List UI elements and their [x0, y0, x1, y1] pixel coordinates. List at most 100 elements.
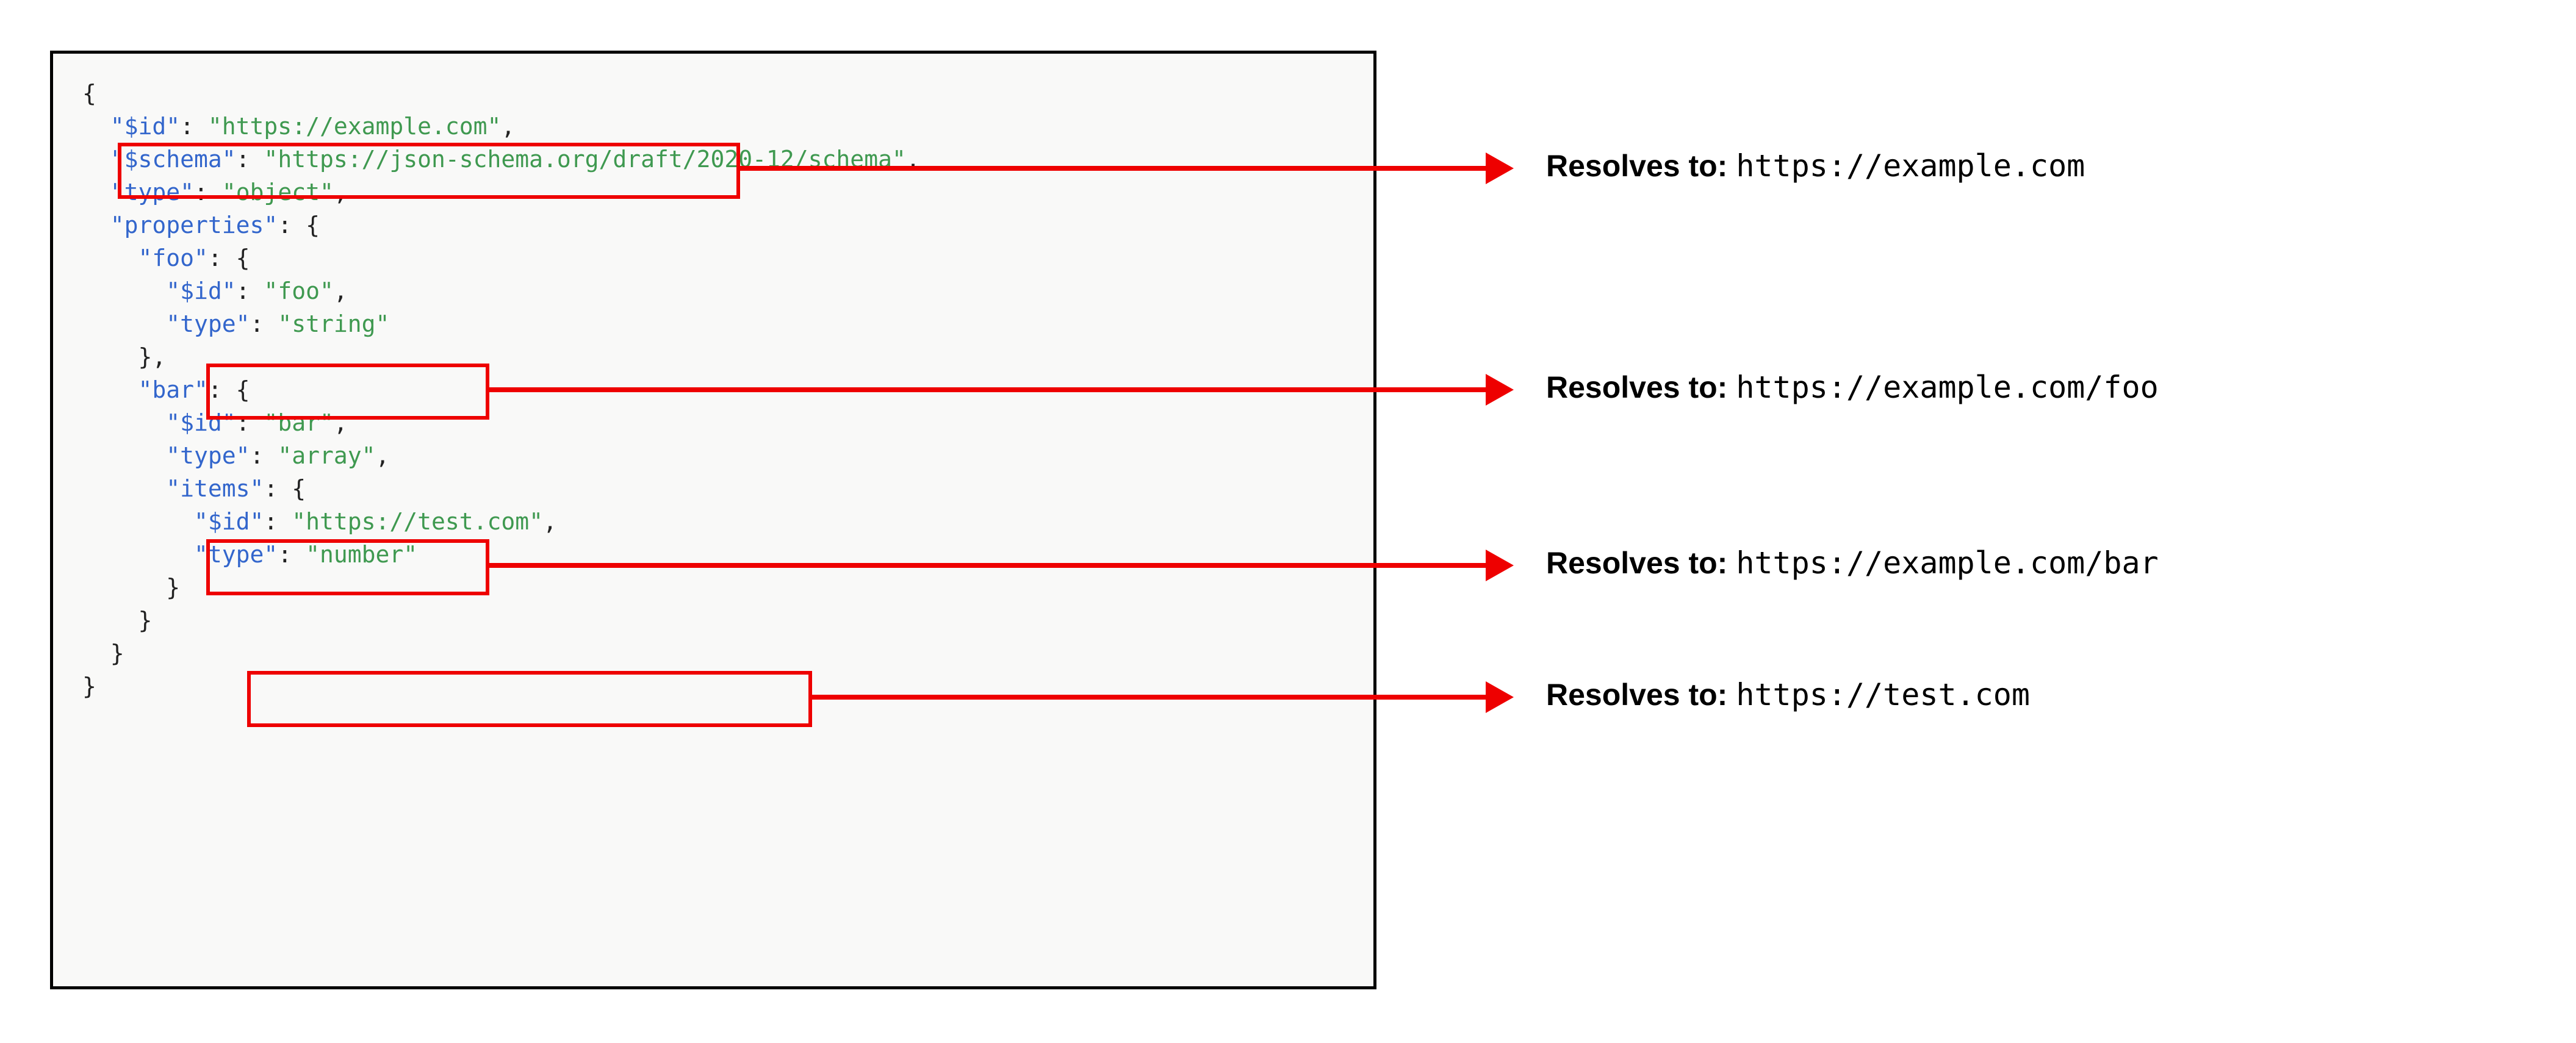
- code-token-punct: ,: [333, 409, 348, 436]
- code-token-punct: ,: [333, 179, 348, 206]
- arrow-items-head-icon: [1486, 681, 1514, 713]
- code-token-punct: }: [138, 607, 153, 634]
- code-token-punct: ,: [501, 113, 516, 140]
- code-token-punct: :: [250, 442, 278, 469]
- code-token-str: "object": [221, 179, 334, 206]
- json-schema-code-panel: { "$id": "https://example.com", "$schema…: [50, 51, 1376, 989]
- code-token-key: "$id": [166, 409, 236, 436]
- code-indent: [82, 278, 166, 304]
- code-indent: [82, 640, 110, 667]
- code-line: "items": {: [82, 472, 920, 505]
- code-token-punct: }: [110, 640, 124, 667]
- code-token-punct: :: [180, 113, 208, 140]
- code-indent: [82, 541, 194, 568]
- code-indent: [82, 508, 194, 535]
- arrow-foo-line: [489, 387, 1486, 392]
- resolves-to-label: Resolves to:: [1546, 678, 1728, 712]
- arrow-bar-line: [489, 563, 1486, 568]
- code-token-str: "array": [278, 442, 376, 469]
- code-line: }: [82, 637, 920, 670]
- code-indent: [82, 179, 110, 206]
- arrow-root-line: [740, 166, 1486, 171]
- resolved-uri-value: https://example.com/foo: [1736, 370, 2159, 405]
- code-indent: [82, 343, 139, 370]
- code-token-key: "type": [194, 541, 278, 568]
- code-token-key: "type": [110, 179, 195, 206]
- code-indent: [82, 475, 166, 502]
- code-token-punct: :: [250, 310, 278, 337]
- code-token-punct: }: [82, 673, 96, 700]
- resolves-to-bar: Resolves to:https://example.com/bar: [1546, 548, 2159, 578]
- resolved-uri-value: https://test.com: [1736, 677, 2030, 712]
- code-line: "$schema": "https://json-schema.org/draf…: [82, 143, 920, 176]
- arrow-foo-head-icon: [1486, 374, 1514, 406]
- code-token-punct: :: [264, 508, 292, 535]
- code-token-punct: :: [194, 179, 222, 206]
- code-indent: [82, 574, 166, 601]
- code-indent: [82, 113, 110, 140]
- code-token-key: "foo": [138, 245, 208, 271]
- code-token-punct: :: [236, 278, 264, 304]
- code-token-punct: :: [236, 409, 264, 436]
- code-token-str: "number": [306, 541, 418, 568]
- code-indent: [82, 310, 166, 337]
- arrow-bar-head-icon: [1486, 550, 1514, 581]
- code-token-key: "$id": [110, 113, 181, 140]
- code-line: "$id": "https://example.com",: [82, 110, 920, 143]
- code-line: "$id": "https://test.com",: [82, 505, 920, 538]
- code-token-key: "bar": [138, 376, 208, 403]
- code-line: "foo": {: [82, 242, 920, 274]
- code-token-punct: : {: [207, 245, 250, 271]
- code-indent: [82, 442, 166, 469]
- code-token-str: "https://test.com": [292, 508, 543, 535]
- arrow-items-line: [812, 695, 1486, 700]
- code-token-punct: ,: [543, 508, 557, 535]
- code-token-punct: : {: [207, 376, 250, 403]
- arrow-root-head-icon: [1486, 152, 1514, 184]
- code-line: {: [82, 77, 920, 110]
- code-line: "type": "string": [82, 307, 920, 340]
- code-line: },: [82, 340, 920, 373]
- resolves-to-items: Resolves to:https://test.com: [1546, 679, 2030, 710]
- code-token-key: "$schema": [110, 146, 236, 173]
- resolves-to-label: Resolves to:: [1546, 370, 1728, 404]
- resolved-uri-value: https://example.com: [1736, 148, 2085, 184]
- code-line: "bar": {: [82, 373, 920, 406]
- code-token-punct: : {: [278, 212, 320, 238]
- code-line: "properties": {: [82, 209, 920, 242]
- code-line: }: [82, 604, 920, 637]
- code-token-punct: :: [278, 541, 306, 568]
- code-line: "$id": "bar",: [82, 406, 920, 439]
- code-indent: [82, 212, 110, 238]
- code-token-punct: :: [236, 146, 264, 173]
- code-token-key: "properties": [110, 212, 278, 238]
- code-indent: [82, 409, 166, 436]
- resolves-to-label: Resolves to:: [1546, 546, 1728, 580]
- code-line: "$id": "foo",: [82, 274, 920, 307]
- code-indent: [82, 376, 139, 403]
- code-token-punct: ,: [375, 442, 390, 469]
- code-indent: [82, 607, 139, 634]
- code-indent: [82, 245, 139, 271]
- code-token-punct: {: [82, 80, 96, 107]
- code-line: }: [82, 670, 920, 703]
- code-token-str: "string": [278, 310, 390, 337]
- code-token-key: "$id": [166, 278, 236, 304]
- code-line: "type": "object",: [82, 176, 920, 209]
- code-token-punct: : {: [264, 475, 306, 502]
- code-line: }: [82, 571, 920, 604]
- resolves-to-label: Resolves to:: [1546, 149, 1728, 183]
- resolved-uri-value: https://example.com/bar: [1736, 545, 2159, 581]
- code-token-key: "type": [166, 310, 250, 337]
- code-line: "type": "array",: [82, 439, 920, 472]
- code-token-str: "https://example.com": [207, 113, 502, 140]
- code-indent: [82, 146, 110, 173]
- code-token-punct: ,: [333, 278, 348, 304]
- code-token-key: "type": [166, 442, 250, 469]
- resolves-to-foo: Resolves to:https://example.com/foo: [1546, 372, 2159, 403]
- code-token-str: "foo": [264, 278, 334, 304]
- code-token-str: "bar": [264, 409, 334, 436]
- resolves-to-root: Resolves to:https://example.com: [1546, 151, 2085, 181]
- code-token-punct: },: [138, 343, 167, 370]
